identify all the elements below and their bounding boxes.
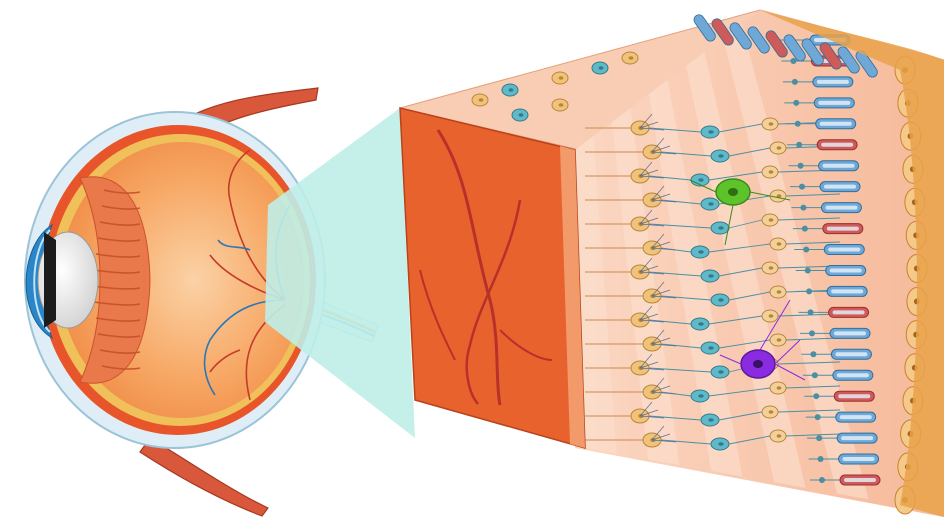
photoreceptor-highlight [828,248,860,252]
photoreceptor-highlight [837,373,869,377]
horizontal-cell-nucleus [769,410,774,414]
horizontal-cell-nucleus [769,266,774,270]
bipolar-cell-nucleus [708,202,713,206]
bipolar-cell-nucleus [708,346,713,350]
photoreceptor-highlight [843,457,875,461]
bipolar-cell-nucleus [698,322,703,326]
lower-eye-muscle [140,438,268,516]
photoreceptor-nucleus [806,288,812,294]
bipolar-cell-nucleus [698,394,703,398]
photoreceptor-highlight [820,122,852,126]
top-cell-nucleus [599,66,604,70]
iris [44,232,56,328]
photoreceptor-highlight [833,310,865,314]
photoreceptor-nucleus [803,247,809,253]
horizontal-cell-nucleus [777,146,782,150]
bipolar-cell-nucleus [718,370,723,374]
horizontal-cell-nucleus [777,338,782,342]
photoreceptor-nucleus [805,267,811,273]
top-cell-nucleus [559,76,564,80]
bipolar-cell-nucleus [718,298,723,302]
top-cell-nucleus [509,88,514,92]
photoreceptor-highlight [835,352,867,356]
bipolar-cell-nucleus [698,250,703,254]
horizontal-cell-nucleus [769,218,774,222]
photoreceptor-nucleus [819,477,825,483]
photoreceptor-nucleus [792,79,798,85]
photoreceptor-highlight [841,436,873,440]
horizontal-cell-nucleus [769,170,774,174]
photoreceptor-nucleus [812,372,818,378]
photoreceptor-nucleus [799,184,805,190]
bipolar-cell-nucleus [718,442,723,446]
horizontal-cell-nucleus [769,122,774,126]
photoreceptor-nucleus [802,226,808,232]
top-cell-nucleus [629,56,634,60]
photoreceptor-highlight [834,331,866,335]
horizontal-cell-nucleus [777,386,782,390]
photoreceptor-nucleus [796,142,802,148]
bipolar-cell-nucleus [708,418,713,422]
photoreceptor-highlight [840,415,872,419]
top-cell-nucleus [519,113,524,117]
top-cell-nucleus [479,98,484,102]
bipolar-cell-nucleus [718,154,723,158]
photoreceptor-highlight [817,80,849,84]
horizontal-cell-nucleus [777,242,782,246]
photoreceptor-highlight [838,394,870,398]
bipolar-cell-nucleus [698,178,703,182]
top-cell-nucleus [559,103,564,107]
photoreceptor-nucleus [795,121,801,127]
photoreceptor-nucleus [809,330,815,336]
bipolar-cell-nucleus [718,226,723,230]
photoreceptor-nucleus [815,414,821,420]
photoreceptor-nucleus [816,435,822,441]
retina-block-front [400,108,585,448]
horizontal-cell-nucleus [777,434,782,438]
photoreceptor-nucleus [800,205,806,211]
photoreceptor-highlight [821,143,853,147]
bipolar-cell-nucleus [708,130,713,134]
photoreceptor-highlight [827,227,859,231]
photoreceptor-nucleus [813,393,819,399]
photoreceptor-highlight [844,478,876,482]
bipolar-cell-nucleus [708,274,713,278]
photoreceptor-nucleus [798,163,804,169]
horizontal-cell-nucleus [769,314,774,318]
photoreceptor-nucleus [818,456,824,462]
photoreceptor-highlight [831,289,863,293]
photoreceptor-nucleus [810,351,816,357]
horizontal-cell-nucleus [777,290,782,294]
photoreceptor-highlight [823,164,855,168]
photoreceptor-nucleus [793,100,799,106]
photoreceptor-highlight [824,185,856,189]
photoreceptor-highlight [825,206,857,210]
photoreceptor-highlight [830,268,862,272]
photoreceptor-highlight [818,101,850,105]
photoreceptor-nucleus [808,309,814,315]
photoreceptor-nucleus [790,58,796,64]
